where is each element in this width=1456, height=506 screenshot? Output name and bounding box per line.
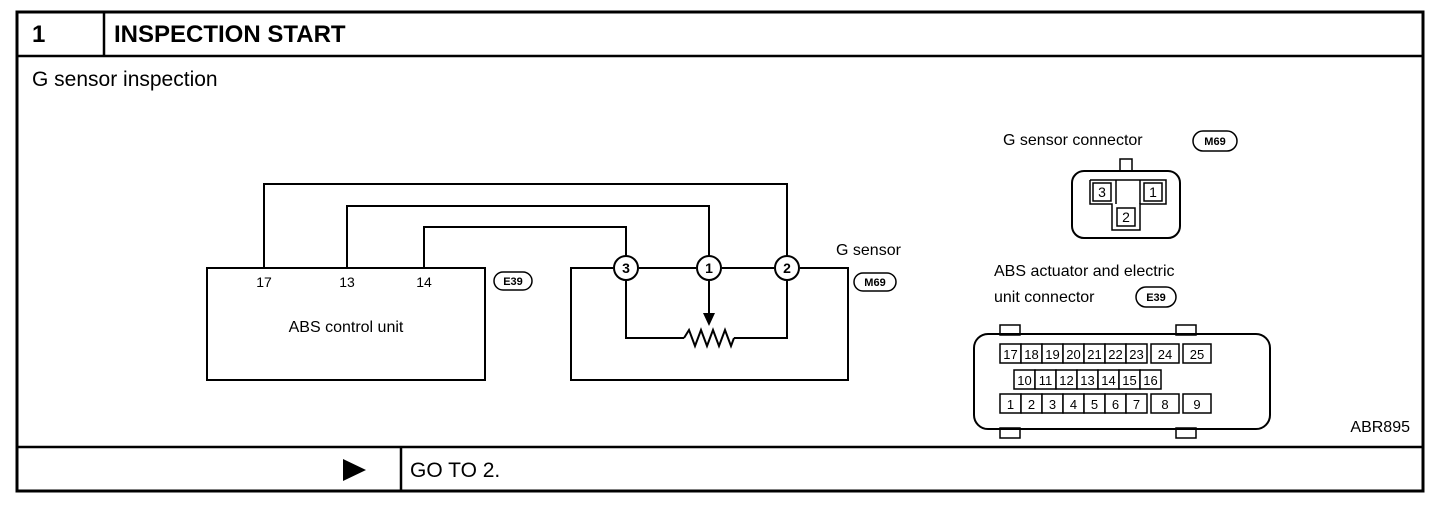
- step-title: INSPECTION START: [114, 21, 346, 48]
- step-frame: [15, 10, 1425, 493]
- cavity-pin-number: 5: [1091, 397, 1098, 412]
- sensor-pin-circle: [774, 255, 800, 281]
- cavity-pin-number: 12: [1059, 373, 1073, 388]
- cavity-pin-number: 8: [1161, 397, 1168, 412]
- cavity-outline: [1089, 179, 1167, 231]
- go-to-action[interactable]: GO TO 2.: [410, 459, 500, 482]
- cavity-pin-number: 1: [1007, 397, 1014, 412]
- cavity-pin-number: 7: [1133, 397, 1140, 412]
- cavity-pin-number: 19: [1045, 347, 1059, 362]
- figure-code: ABR895: [1350, 419, 1410, 436]
- pot-lead-left: [625, 281, 684, 339]
- step-number: 1: [32, 21, 45, 48]
- cavity-pin-number: 23: [1129, 347, 1143, 362]
- cavity-pin-number: 18: [1024, 347, 1038, 362]
- sensor-pin-label: 1: [705, 260, 713, 276]
- abs-connector-housing: [973, 333, 1271, 430]
- pot-lead-right: [734, 281, 788, 339]
- connector-tag-text: E39: [503, 276, 523, 288]
- connector-tag-text: M69: [1204, 136, 1225, 148]
- cavity-pin-box: [1143, 182, 1163, 202]
- connector-tag-e39: [493, 271, 533, 291]
- cavity-pin-number: 10: [1017, 373, 1031, 388]
- cavity-pin-number: 15: [1122, 373, 1136, 388]
- resistor-zigzag: [683, 327, 735, 349]
- cavity-cell: [1125, 393, 1148, 414]
- subtitle: G sensor inspection: [32, 68, 218, 91]
- wiring-diagram: 17 13 14 ABS control unit E39 3 1 2 G se…: [206, 183, 902, 381]
- abs-connector-title-line2: unit connector: [994, 289, 1095, 306]
- connector-tag-m69: [853, 272, 897, 292]
- cavity-pin-number: 3: [1049, 397, 1056, 412]
- cavity-pin-number: 6: [1112, 397, 1119, 412]
- g-sensor-body: [570, 267, 849, 381]
- wire-13-to-1: [346, 205, 710, 268]
- cavity-pin-number: 16: [1143, 373, 1157, 388]
- g-sensor-connector: G sensor connector M69 3 1 2: [1003, 130, 1238, 239]
- abs-connector-title-line1: ABS actuator and electric: [994, 263, 1175, 280]
- sensor-pin-circle: [696, 255, 722, 281]
- connector-tag-text: M69: [864, 277, 885, 289]
- cavity-cell: [1125, 343, 1148, 364]
- cavity-cell: [1150, 393, 1180, 414]
- cavity-cell: [1182, 343, 1212, 364]
- control-pin-label: 14: [416, 274, 432, 290]
- cavity-pin-number: 20: [1066, 347, 1080, 362]
- sensor-pin-circle: [613, 255, 639, 281]
- cavity-pin-number: 4: [1070, 397, 1077, 412]
- g-sensor-label: G sensor: [836, 242, 902, 259]
- cavity-pin-label: 3: [1098, 184, 1106, 200]
- control-unit-label: ABS control unit: [289, 319, 404, 336]
- wire-14-to-3: [423, 226, 627, 268]
- g-sensor-connector-title: G sensor connector: [1003, 132, 1143, 149]
- cavity-pin-box: [1116, 207, 1136, 227]
- cavity-cell: [1150, 343, 1180, 364]
- connector-tag-m69: [1192, 130, 1238, 152]
- cavity-pin-label: 1: [1149, 184, 1157, 200]
- sensor-pin-label: 2: [783, 260, 791, 276]
- wiper-arrow-icon: [703, 313, 715, 326]
- connector-tag-text: E39: [1146, 292, 1166, 304]
- cavity-pin-number: 14: [1101, 373, 1115, 388]
- cavity-cell: [1182, 393, 1212, 414]
- sensor-pin-label: 3: [622, 260, 630, 276]
- cavity-pin-label: 2: [1122, 209, 1130, 225]
- wire-17-to-2: [263, 183, 788, 268]
- cavity-pin-box: [1092, 182, 1112, 202]
- cavity-pin-number: 11: [1039, 373, 1053, 388]
- cavity-pin-number: 25: [1190, 347, 1204, 362]
- control-pin-label: 17: [256, 274, 272, 290]
- connector-tag-e39: [1135, 286, 1177, 308]
- control-pin-label: 13: [339, 274, 355, 290]
- connector-latch: [1119, 158, 1133, 172]
- cavity-cell: [1139, 369, 1162, 390]
- cavity-pin-number: 2: [1028, 397, 1035, 412]
- cavity-pin-number: 22: [1108, 347, 1122, 362]
- cavity-pin-number: 13: [1080, 373, 1094, 388]
- abs-connector: ABS actuator and electric unit connector…: [973, 263, 1271, 439]
- cavity-pin-number: 9: [1193, 397, 1200, 412]
- cavity-pin-number: 21: [1087, 347, 1101, 362]
- cavity-pin-number: 17: [1003, 347, 1017, 362]
- right-triangle-icon: [343, 459, 366, 481]
- cavity-pin-number: 24: [1158, 347, 1172, 362]
- g-sensor-connector-housing: [1071, 170, 1181, 239]
